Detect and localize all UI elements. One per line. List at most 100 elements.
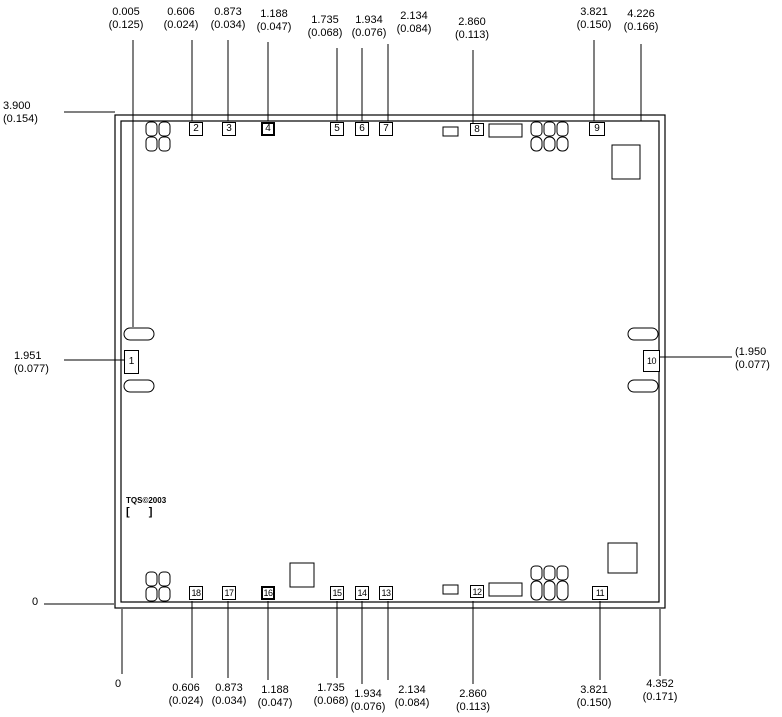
bottom-right-square-pad — [607, 542, 638, 574]
pad-10: 10 — [643, 350, 660, 372]
dim-bottom-4: 1.188 (0.047) — [243, 684, 307, 710]
dim-value: (1.950 — [735, 346, 767, 358]
dim-alt: (0.024) — [163, 19, 199, 31]
dim-value: 0.873 — [214, 6, 242, 18]
board-outline — [114, 114, 666, 609]
dim-left-3: 0 — [32, 596, 92, 609]
pad-2: 2 — [189, 122, 203, 136]
pad-array-bottom-left — [145, 571, 171, 602]
dim-top-9: 3.821 (0.150) — [562, 6, 626, 32]
fiducial-brackets: [ ] — [126, 506, 152, 518]
bracket-left-mark: [ — [126, 506, 130, 518]
pad-array-top-right — [530, 121, 569, 152]
dim-left-2: 1.951 (0.077) — [14, 350, 74, 376]
bracket-right-mark: ] — [148, 506, 153, 518]
dim-alt: (0.154) — [3, 113, 38, 125]
dim-value: 2.134 — [400, 10, 428, 22]
dim-alt: (0.076) — [350, 701, 386, 713]
dim-top-1: 0.005 (0.125) — [94, 6, 158, 32]
dim-value: 1.934 — [355, 14, 383, 26]
dim-alt: (0.166) — [623, 21, 659, 33]
bottom-small-pad — [442, 584, 459, 595]
dim-value: 1.934 — [354, 688, 382, 700]
pad-3: 3 — [222, 122, 236, 136]
dim-bottom-1: 0 — [86, 678, 150, 691]
dim-value: 3.821 — [580, 6, 608, 18]
pad-16: 16 — [261, 586, 275, 600]
pad-17: 17 — [222, 586, 236, 600]
dim-value: 0.606 — [172, 682, 200, 694]
dim-top-3: 0.873 (0.034) — [196, 6, 260, 32]
dim-value: 0 — [32, 596, 39, 608]
dim-value: 1.188 — [261, 684, 289, 696]
dim-alt: (0.076) — [351, 27, 387, 39]
dim-top-6: 1.934 (0.076) — [337, 14, 401, 40]
dim-value: 0.606 — [167, 6, 195, 18]
dim-top-4: 1.188 (0.047) — [242, 8, 306, 34]
component-shapes — [123, 121, 659, 602]
dim-alt: (0.034) — [211, 695, 247, 707]
dim-top-8: 2.860 (0.113) — [440, 16, 504, 42]
dim-value: 0.005 — [112, 6, 140, 18]
dim-value: 3.900 — [3, 100, 31, 112]
dim-bottom-9: 3.821 (0.150) — [562, 684, 626, 710]
dim-left-1: 3.900 (0.154) — [3, 100, 63, 126]
dim-bottom-3: 0.873 (0.034) — [197, 682, 261, 708]
dim-alt: (0.125) — [108, 19, 144, 31]
dim-alt: (0.047) — [256, 21, 292, 33]
dim-bottom-7: 2.134 (0.084) — [380, 684, 444, 710]
left-pill-upper — [123, 327, 155, 341]
bottom-mid-square-pad — [289, 562, 315, 588]
dim-value: 0 — [114, 678, 122, 690]
pad-1: 1 — [124, 350, 139, 374]
dim-alt: (0.171) — [642, 691, 678, 703]
dim-value: 1.188 — [260, 8, 288, 20]
dim-bottom-6: 1.934 (0.076) — [336, 688, 400, 714]
pad-15: 15 — [330, 586, 344, 600]
pad-6: 6 — [355, 122, 369, 136]
dim-value: 0.873 — [215, 682, 243, 694]
dim-value: 3.821 — [580, 684, 608, 696]
dim-value: 2.134 — [398, 684, 426, 696]
dim-alt: (0.113) — [454, 29, 490, 41]
dimension-leader-lines — [44, 40, 732, 684]
copyright-text: TQS©2003 — [126, 496, 167, 505]
pad-5: 5 — [330, 122, 344, 136]
dim-alt: (0.068) — [307, 27, 343, 39]
top-small-pad — [442, 126, 459, 137]
dim-alt: (0.034) — [210, 19, 246, 31]
pad-12: 12 — [470, 585, 484, 598]
pad-11: 11 — [592, 586, 608, 600]
pad-18: 18 — [189, 586, 203, 600]
dim-bottom-2: 0.606 (0.024) — [154, 682, 218, 708]
pad-13: 13 — [379, 586, 393, 600]
dim-right-1: (1.950 (0.077) — [735, 346, 782, 372]
dim-value: 1.735 — [311, 14, 339, 26]
dim-value: 4.226 — [627, 8, 655, 20]
dim-value: 1.735 — [317, 682, 345, 694]
dim-top-10: 4.226 (0.166) — [609, 8, 673, 34]
dim-alt: (0.068) — [313, 695, 349, 707]
dim-value: 1.951 — [14, 350, 42, 362]
pad-array-bottom-right — [530, 565, 569, 601]
right-pill-upper — [627, 327, 659, 341]
dim-alt: (0.113) — [455, 701, 491, 713]
pad-14: 14 — [355, 586, 369, 600]
pad-9: 9 — [589, 122, 605, 136]
pad-4: 4 — [261, 122, 275, 136]
pad-array-top-left — [145, 121, 171, 152]
top-wide-pad — [488, 123, 523, 138]
dim-bottom-5: 1.735 (0.068) — [299, 682, 363, 708]
dim-alt: (0.084) — [396, 23, 432, 35]
dim-alt: (0.084) — [394, 697, 430, 709]
pad-8: 8 — [470, 123, 484, 136]
pad-7: 7 — [379, 122, 393, 136]
dim-alt: (0.047) — [257, 697, 293, 709]
dim-alt: (0.150) — [576, 19, 612, 31]
dim-value: 2.860 — [458, 16, 486, 28]
dim-bottom-8: 2.860 (0.113) — [441, 688, 505, 714]
left-pill-lower — [123, 379, 155, 393]
dim-top-5: 1.735 (0.068) — [293, 14, 357, 40]
